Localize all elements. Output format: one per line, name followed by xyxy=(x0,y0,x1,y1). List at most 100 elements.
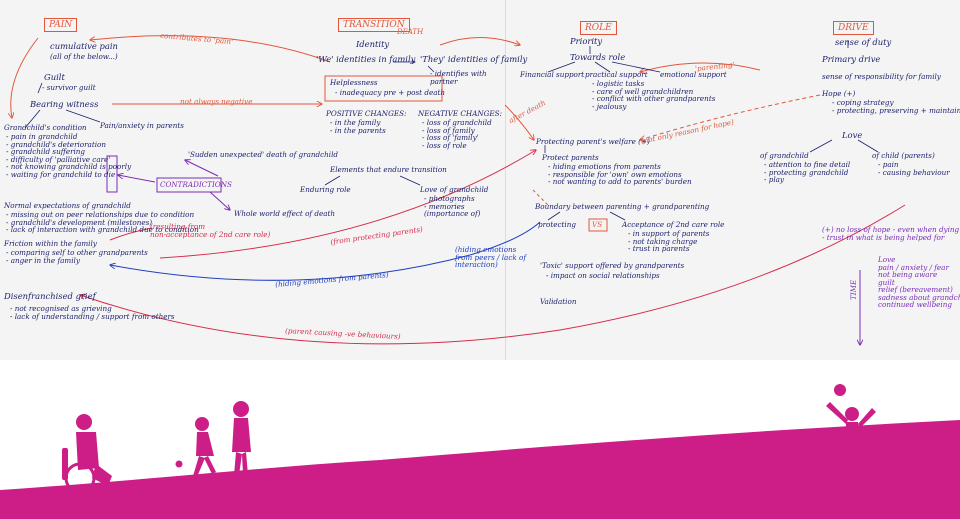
pain-disenfranchised: Disenfranchised grief xyxy=(4,291,96,301)
pain-resulting-note: (resulting from non-acceptance of 2nd ca… xyxy=(150,222,271,239)
edge-from-protecting-parents xyxy=(159,150,536,259)
role-boundary: Boundary between parenting + grandparent… xyxy=(535,202,710,211)
drive-sense-responsibility: sense of responsibility for family xyxy=(822,72,941,81)
pain-sudden-death: 'Sudden unexpected' death of grandchild xyxy=(188,150,338,159)
heading-role: ROLE xyxy=(580,21,617,35)
heading-drive: DRIVE xyxy=(833,21,874,35)
transition-helplessness-sub: - inadequacy pre + post death xyxy=(335,88,445,97)
edge-boundary-to-acceptance xyxy=(609,211,626,221)
role-protect-items: - hiding emotions from parents - respons… xyxy=(548,162,692,187)
role-protect-parents: Protect parents xyxy=(542,153,599,162)
transition-elements: Elements that endure transition xyxy=(330,165,447,174)
pain-anxiety-parents: Pain/anxiety in parents xyxy=(100,121,184,130)
edge-pain-left-loop xyxy=(11,37,39,118)
role-vs: VS xyxy=(592,220,603,229)
edge-love-grandchild xyxy=(809,139,833,153)
edge-love-child xyxy=(857,139,879,153)
wheelchair-user-figure-icon xyxy=(62,414,112,494)
edge-hiding-emotions xyxy=(110,221,541,281)
pain-friction: Friction within the family xyxy=(4,239,97,248)
edge-towards-to-financial xyxy=(547,61,576,73)
pain-cumulative-sub: (all of the below...) xyxy=(50,52,118,61)
edge-they-partner xyxy=(427,65,435,73)
transition-negative-items: - loss of grandchild - loss of family - … xyxy=(422,118,492,150)
role-towards-role: Towards role xyxy=(570,52,626,62)
vs-box xyxy=(588,218,608,232)
role-protecting-vs: protecting xyxy=(538,220,576,229)
edge-label-hiding-peers: (hiding emotions from peers / lack of in… xyxy=(455,245,526,270)
heading-transition: TRANSITION xyxy=(338,18,410,32)
role-acceptance-items: - in support of parents - not taking cha… xyxy=(628,229,710,254)
transition-positive-items: - in the family - in the parents xyxy=(330,118,386,135)
edge-contradictions-c xyxy=(209,191,230,210)
edge-bearing-to-pain xyxy=(65,109,101,123)
pain-condition-head: Grandchild's condition xyxy=(4,123,87,132)
heading-pain: PAIN xyxy=(44,18,78,32)
drive-grandchild-items: - attention to fine detail - protecting … xyxy=(764,160,851,185)
drive-hope-items: - coping strategy - protecting, preservi… xyxy=(832,98,960,115)
edge-contributes-to-pain xyxy=(90,35,331,63)
transition-love-grandchild: Love of grandchild xyxy=(420,185,489,194)
transition-identity: Identity xyxy=(356,39,390,49)
pain-guilt: Guilt xyxy=(44,72,65,82)
two-children-playing-ball-icon xyxy=(175,401,251,477)
mind-map-paper: PAIN TRANSITION DEATH ROLE DRIVE cumulat… xyxy=(0,0,960,360)
helplessness-box xyxy=(324,75,443,102)
pain-contradictions: CONTRADICTIONS xyxy=(160,180,232,189)
edge-contradictions-a xyxy=(118,175,156,183)
edge-towards-to-emotional xyxy=(611,61,661,73)
edge-contradictions-b xyxy=(185,160,219,177)
drive-love: Love xyxy=(842,130,863,140)
drive-sense-duty: sense of duty xyxy=(835,37,892,47)
role-toxic-support: 'Toxic' support offered by grandparents xyxy=(540,261,685,270)
edge-towards-to-practical xyxy=(594,61,611,73)
transition-enduring-role: Enduring role xyxy=(300,185,351,194)
edge-label-not-always: not always negative xyxy=(180,97,253,106)
transition-identifies-partner: - identifies with partner xyxy=(430,69,487,86)
connector-layer xyxy=(0,35,906,360)
role-practical-items: - logistic tasks - care of well grandchi… xyxy=(592,79,716,111)
pain-whole-world: Whole world effect of death xyxy=(234,209,336,218)
role-priority: Priority xyxy=(570,36,603,46)
pain-cumulative: cumulative pain xyxy=(50,41,118,51)
role-toxic-sub: - impact on social relationships xyxy=(546,271,660,280)
edge-hope-to-protecting xyxy=(640,94,821,140)
child-jumping-with-ball-icon xyxy=(826,384,876,468)
drive-child-items: - pain - causing behaviour xyxy=(878,160,950,177)
drive-time-list: Love pain / anxiety / fear not being awa… xyxy=(878,255,960,310)
edge-transition-to-role xyxy=(439,37,520,46)
pain-friction-items: - comparing self to other grandparents -… xyxy=(6,248,148,265)
role-emotional-support: emotional support xyxy=(660,70,727,79)
pain-normal-items: - missing out on peer relationships due … xyxy=(6,210,199,235)
role-financial-support: Financial support xyxy=(520,70,585,79)
transition-positive: POSITIVE CHANGES: xyxy=(326,109,407,118)
contradictions-box xyxy=(156,177,222,193)
magenta-wave xyxy=(0,420,960,519)
pain-condition-items: - pain in grandchild - grandchild's dete… xyxy=(6,132,132,179)
transition-negative: NEGATIVE CHANGES: xyxy=(418,109,503,118)
pain-normal-expectations: Normal expectations of grandchild xyxy=(4,201,131,210)
edge-guilt-to-survivor xyxy=(37,82,43,94)
transition-we-identities: 'We' identities in family xyxy=(316,54,416,64)
drive-primary: Primary drive xyxy=(822,54,881,64)
drive-of-child: of child (parents) xyxy=(872,151,935,160)
drive-of-grandchild: of grandchild xyxy=(760,151,809,160)
friction-bracket xyxy=(106,155,118,193)
drive-time-label: TIME xyxy=(849,279,858,300)
edge-elements-to-enduring xyxy=(324,175,341,186)
edge-boundary-to-protecting xyxy=(547,211,561,221)
footer-band xyxy=(0,384,960,519)
edge-parenting xyxy=(640,62,761,72)
transition-helplessness: Helplessness xyxy=(330,78,378,87)
pain-bearing-witness: Bearing witness xyxy=(30,99,99,109)
role-protecting-welfare: Protecting parent's welfare (+) xyxy=(536,137,650,146)
drive-no-loss-hope: (+) no loss of hope - even when dying - … xyxy=(822,225,960,242)
drive-hope: Hope (+) xyxy=(822,89,856,98)
edge-elements-to-love xyxy=(399,175,421,186)
paper-fold xyxy=(505,0,506,360)
label-death: DEATH xyxy=(397,28,424,36)
pain-disenfranchised-items: - not recognised as grieving - lack of u… xyxy=(10,304,175,321)
role-acceptance: Acceptance of 2nd care role xyxy=(622,220,725,229)
edge-bearing-to-condition xyxy=(24,109,41,129)
transition-love-items: - photographs - memories (importance of) xyxy=(424,194,481,219)
